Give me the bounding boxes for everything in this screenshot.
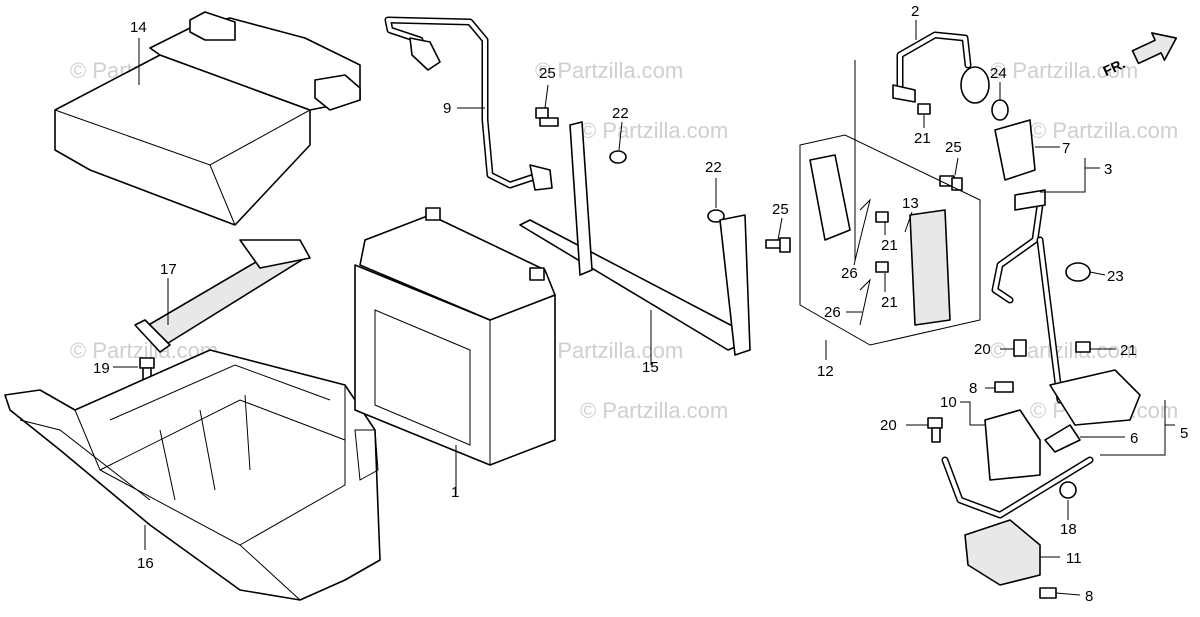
front-direction-indicator: FR. xyxy=(1100,32,1178,79)
part-21-bolt-a xyxy=(917,103,931,115)
watermark: © Partzilla.com xyxy=(580,398,728,423)
callout-9: 9 xyxy=(443,100,451,117)
part-21-bolt-d xyxy=(1075,341,1091,353)
callout-21: 21 xyxy=(914,130,931,147)
part-25-bolt-a xyxy=(535,107,559,127)
callout-21: 21 xyxy=(881,237,898,254)
callout-2: 2 xyxy=(911,3,919,20)
callout-3: 3 xyxy=(1104,161,1112,178)
part-1-battery xyxy=(354,207,556,466)
callout-6: 6 xyxy=(1130,430,1138,447)
callout-15: 15 xyxy=(642,359,659,376)
callout-18: 18 xyxy=(1060,521,1077,538)
callout-20: 20 xyxy=(880,417,897,434)
part-17-battery-strap xyxy=(134,239,311,353)
direction-arrow-icon xyxy=(1131,32,1178,65)
callout-5: 5 xyxy=(1180,425,1188,442)
part-20-bolt-a xyxy=(1013,339,1027,357)
part-15-battery-bracket xyxy=(519,121,751,356)
callout-8: 8 xyxy=(1085,588,1093,605)
part-2-cable xyxy=(892,31,990,104)
callout-26: 26 xyxy=(824,304,841,321)
part-22-nut-a xyxy=(609,150,627,164)
part-14-battery-cover xyxy=(54,11,361,226)
callout-26: 26 xyxy=(841,265,858,282)
watermark: © Partzilla.com xyxy=(990,58,1138,83)
watermark: © Partzilla.com xyxy=(535,58,683,83)
part-7-terminal-cover xyxy=(994,119,1036,181)
part-6-connector xyxy=(1044,424,1081,453)
part-21-bolt-c xyxy=(875,261,889,273)
part-9-battery-cable xyxy=(384,16,553,191)
part-25-bolt-c xyxy=(939,175,963,191)
part-18-nut xyxy=(1059,481,1077,499)
callout-7: 7 xyxy=(1062,140,1070,157)
part-3-relay-cable xyxy=(991,189,1064,404)
callout-21: 21 xyxy=(1120,342,1137,359)
callout-14: 14 xyxy=(130,19,147,36)
part-24-nut xyxy=(991,99,1009,121)
part-5-cable xyxy=(941,456,1094,519)
part-11-relay-cover xyxy=(964,519,1041,586)
part-12-fuse-box-assembly xyxy=(799,60,981,346)
watermark: © Partzilla.com xyxy=(990,338,1138,363)
callout-13: 13 xyxy=(902,195,919,212)
callout-8: 8 xyxy=(969,380,977,397)
callout-22: 22 xyxy=(612,105,629,122)
part-22-nut-b xyxy=(707,209,725,223)
callout-labels: 14 17 19 16 1 9 25 22 22 25 15 2 24 7 3 … xyxy=(93,3,1188,605)
part-5-relay-cover xyxy=(1049,369,1141,426)
callout-11: 11 xyxy=(1066,550,1082,567)
callout-24: 24 xyxy=(990,65,1007,82)
callout-25: 25 xyxy=(945,139,962,156)
watermark: © Partzilla.com xyxy=(1030,118,1178,143)
leader-lines xyxy=(113,20,1175,596)
part-21-bolt-b xyxy=(875,211,889,223)
part-8-fuse-b xyxy=(1039,587,1057,599)
watermark: © Partzilla.com xyxy=(535,338,683,363)
callout-16: 16 xyxy=(137,555,154,572)
callout-21: 21 xyxy=(881,294,898,311)
callout-25: 25 xyxy=(539,65,556,82)
part-25-bolt-b xyxy=(765,237,791,253)
callout-23: 23 xyxy=(1107,268,1124,285)
callout-12: 12 xyxy=(817,363,834,380)
part-16-battery-case xyxy=(4,349,381,601)
part-10-starter-relay xyxy=(984,409,1041,481)
part-20-bolt-b xyxy=(927,417,943,443)
callout-10: 10 xyxy=(940,394,957,411)
part-23-grommet xyxy=(1065,262,1091,282)
callout-19: 19 xyxy=(93,360,110,377)
callout-17: 17 xyxy=(160,261,177,278)
callout-25: 25 xyxy=(772,201,789,218)
callout-20: 20 xyxy=(974,341,991,358)
part-8-fuse-a xyxy=(994,381,1014,393)
watermark: © Partzilla.com xyxy=(580,118,728,143)
callout-22: 22 xyxy=(705,159,722,176)
callout-1: 1 xyxy=(451,484,459,501)
